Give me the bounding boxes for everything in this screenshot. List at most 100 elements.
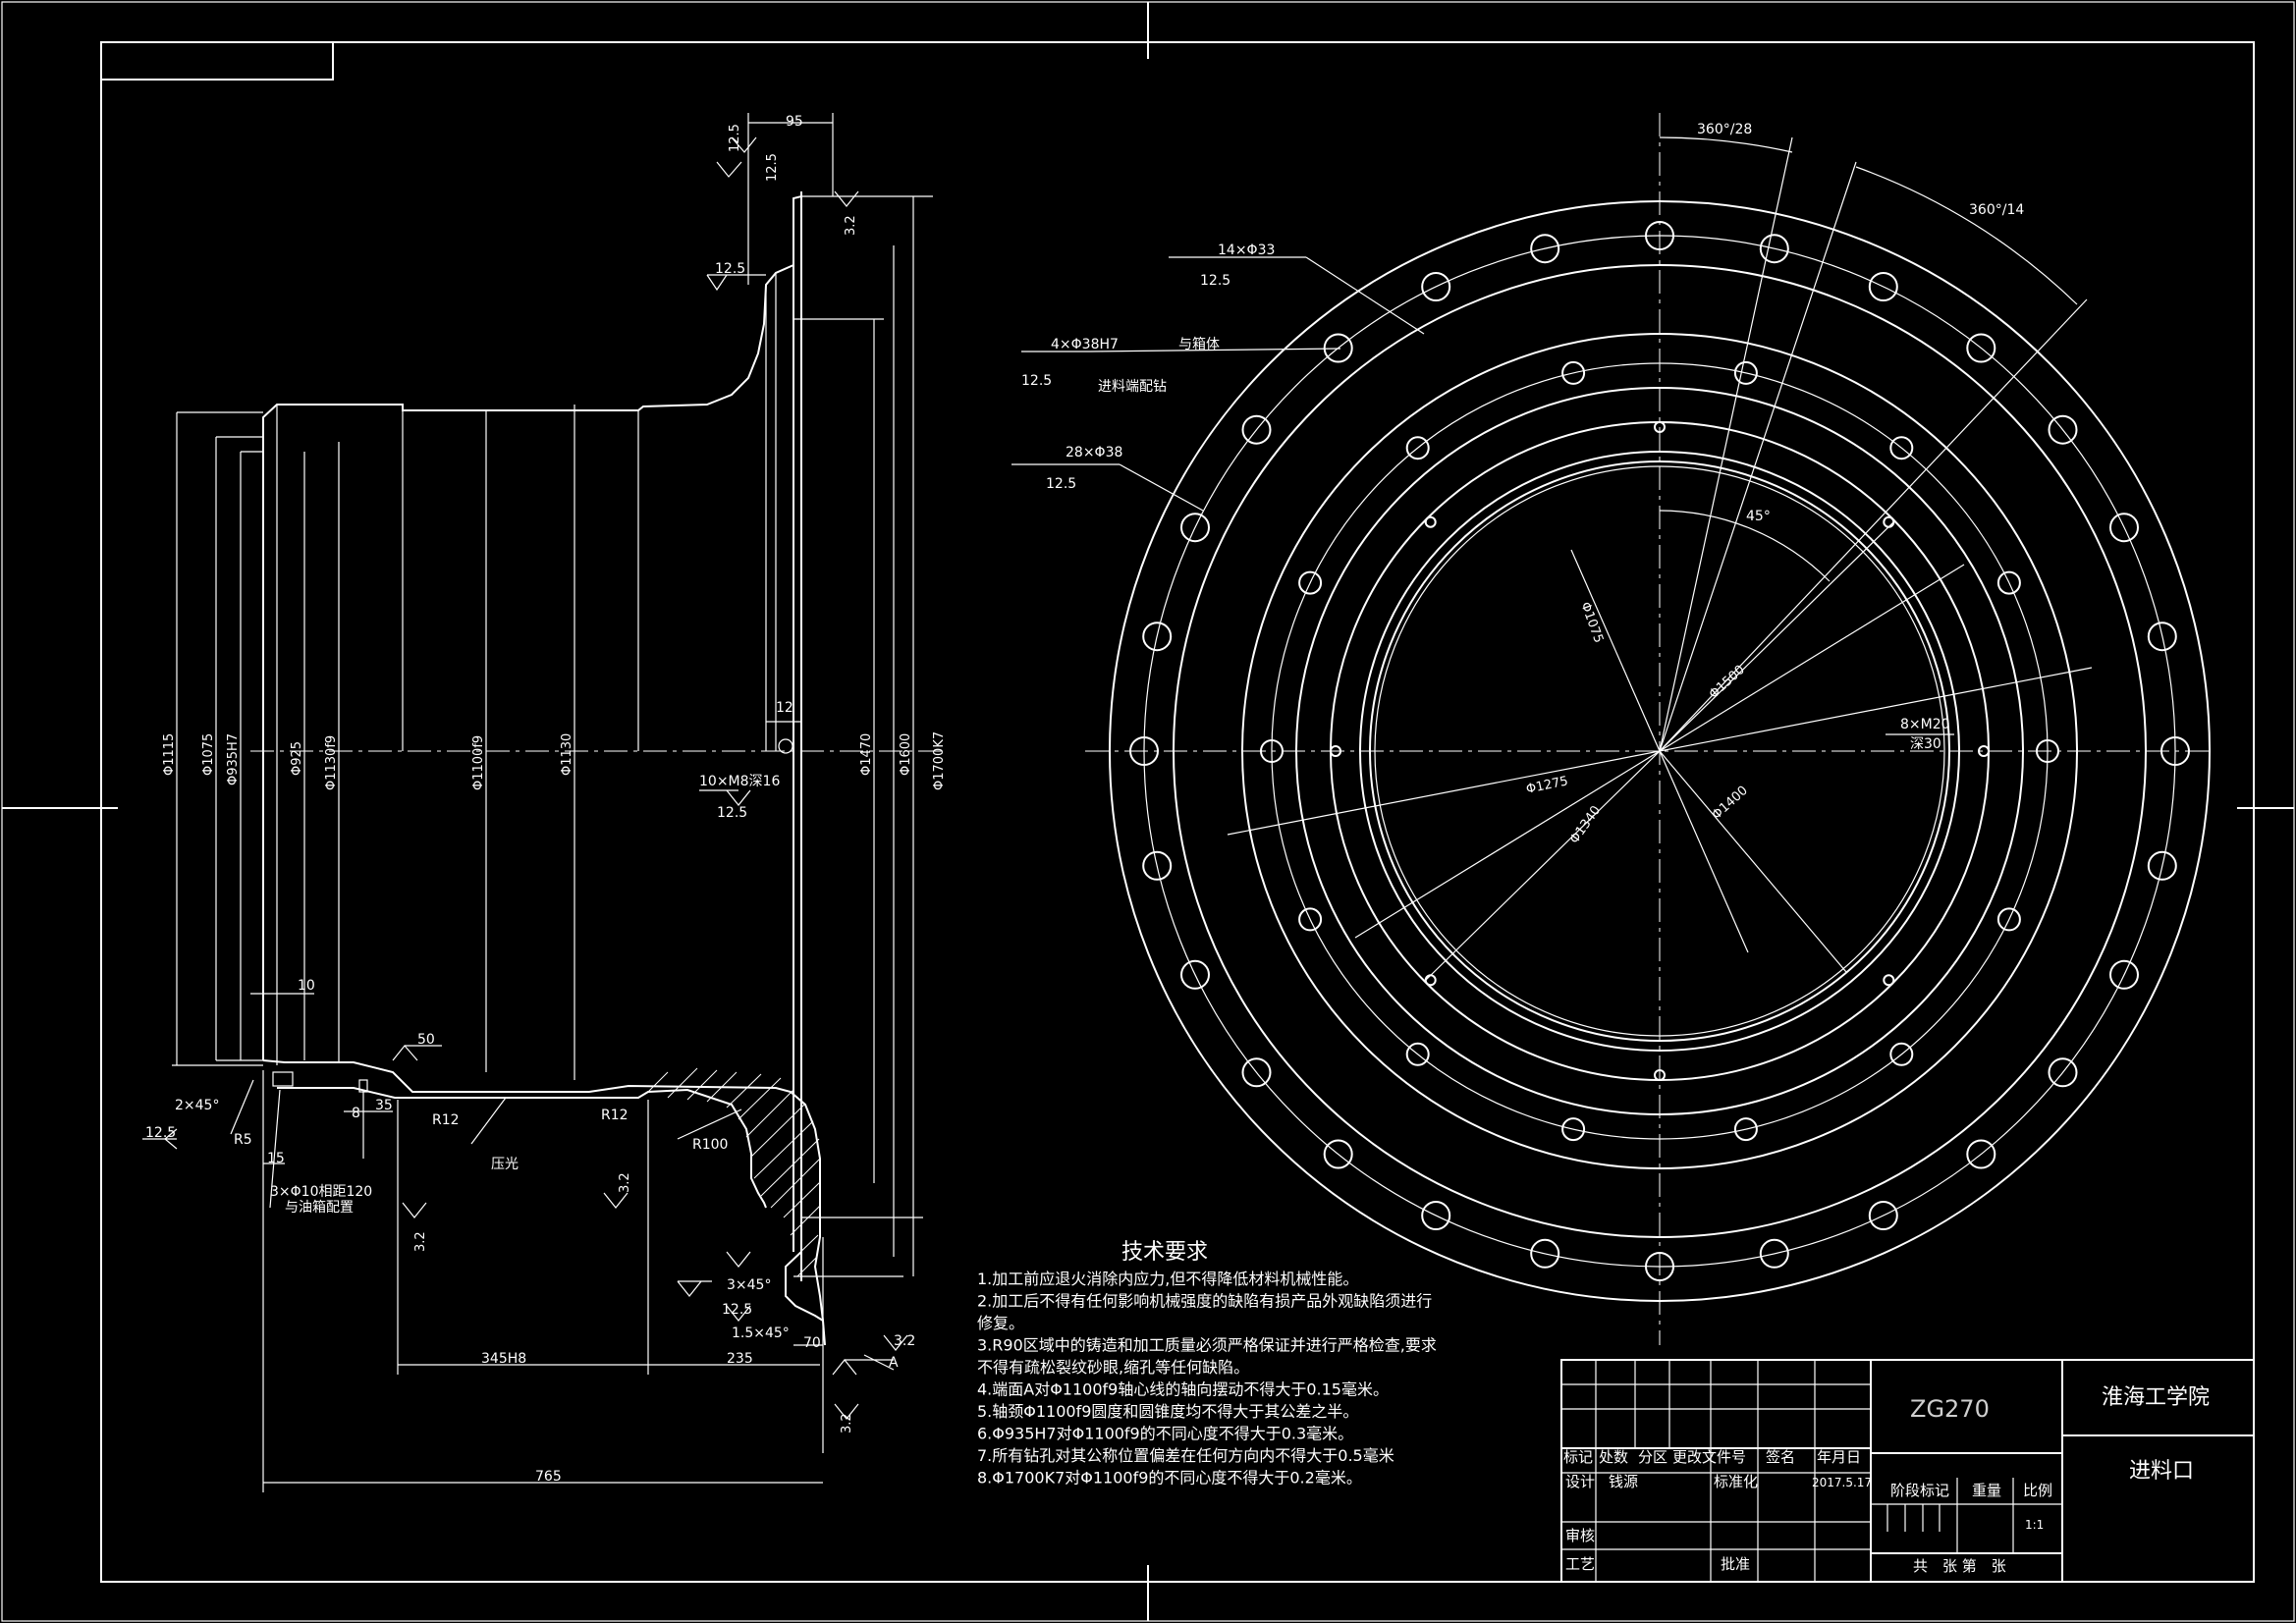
label-d1700k7: Φ1700K7 [932,731,947,790]
bolt-hole [1323,333,1353,363]
label-d1600: Φ1600 [899,733,913,776]
bolt-hole [1966,1139,1996,1169]
label-10: 10 [298,978,315,994]
bolt-hole [1759,234,1789,264]
label-holes-2: 与油箱配置 [285,1200,354,1216]
tech-item: 不得有疏松裂纹砂眼,缩孔等任何缺陷。 [977,1358,1249,1377]
inner-frame [100,41,2255,1583]
tb-scale: 1:1 [2025,1518,2044,1532]
bolt-hole [1996,570,2021,595]
label-a: A [889,1355,899,1371]
section-outer-profile [262,194,824,1322]
tech-item: 8.Φ1700K7对Φ1100f9的不同心度不得大于0.2毫米。 [977,1469,1362,1488]
label-d1130f9: Φ1130f9 [324,735,339,790]
bolt-hole [1868,1201,1898,1230]
label-28x38: 28×Φ38 [1066,445,1122,460]
bolt-hole [1645,221,1674,250]
corner-box [100,41,334,81]
section-labels: 95 12 10 15 35 8 70 235 765 345H8 10×M8深… [145,114,915,1485]
tech-item: 2.加工后不得有任何影响机械强度的缺陷有损产品外观缺陷须进行 [977,1292,1432,1311]
tb-stage: 阶段标记 [1890,1482,1949,1499]
label-ra-bottom: 12.5 [722,1302,752,1318]
bolt-hole [1883,515,1895,528]
bolt-hole [1883,974,1895,987]
bolt-hole [2048,1057,2078,1088]
label-chamfer-3x45: 3×45° [727,1277,771,1293]
bolt-hole [1330,745,1341,757]
label-45: 45° [1746,509,1771,524]
label-35: 35 [375,1098,393,1113]
bolt-hole [1421,272,1451,301]
label-r12b: R12 [601,1108,629,1123]
bolt-hole [2160,736,2190,766]
label-ra-top-1: 12.5 [728,124,742,152]
tb-change: 更改文件号 [1672,1448,1746,1466]
tech-item: 4.端面A对Φ1100f9轴心线的轴向摆动不得大于0.15毫米。 [977,1380,1389,1399]
label-f1500: Φ1500 [1707,663,1748,702]
bolt-hole [1530,234,1560,264]
circle-bolt-outer [1143,235,2176,1268]
tb-zone: 分区 [1638,1448,1667,1466]
tb-sheets: 共 张 第 张 [1913,1557,2006,1575]
tb-part-name: 进料口 [2129,1459,2194,1484]
label-95: 95 [786,114,803,130]
bolt-hole [1260,739,1284,763]
label-d1100f9: Φ1100f9 [471,735,486,790]
bolt-hole [1298,570,1323,595]
label-360-28: 360°/28 [1697,122,1752,137]
circle-ring-6 [1369,460,1950,1042]
holes-14 [1260,360,2059,1142]
bolt-hole [1405,1042,1430,1066]
label-70: 70 [803,1335,821,1351]
bolt-hole [2048,414,2078,445]
label-r12a: R12 [432,1112,460,1128]
label-m20: 8×M20 [1900,717,1950,732]
label-chamfer-2x45: 2×45° [175,1098,219,1113]
circle-ring-3 [1295,387,2024,1115]
circle-ring-2 [1241,333,2078,1169]
bolt-hole [2147,850,2177,881]
bolt-hole [1996,907,2021,932]
label-ra-14: 12.5 [1200,273,1230,289]
oil-hole [272,1071,294,1087]
tb-ratio: 比例 [2023,1482,2052,1499]
bolt-hole [1241,414,1272,445]
tb-design: 设计 [1565,1473,1595,1490]
tech-item: 7.所有钻孔对其公称位置偏差在任何方向内不得大于0.5毫米 [977,1446,1394,1465]
bolt-hole [1654,1069,1666,1081]
bolt-hole [1889,1042,1914,1066]
threaded-hole [778,738,793,754]
label-d1115: Φ1115 [162,733,177,776]
tb-date-value: 2017.5.17 [1812,1476,1872,1489]
label-chamfer-1.5x45: 1.5×45° [732,1325,790,1341]
bolt-hole [1645,1252,1674,1281]
tech-requirements: 技术要求 1.加工前应退火消除内应力,但不得降低材料机械性能。2.加工后不得有任… [977,1240,1437,1488]
section-view [142,113,943,1492]
label-765: 765 [535,1469,562,1485]
bolt-hole [1733,1117,1758,1142]
tb-weight: 重量 [1972,1482,2001,1499]
label-f1075: Φ1075 [1577,600,1606,645]
section-vertical-labels: Φ1115 Φ1075 Φ935H7 Φ925 Φ1130f9 Φ1100f9 … [162,124,947,1434]
face-view [1011,113,2214,1345]
label-4x38: 4×Φ38H7 [1051,337,1119,352]
label-ra-bottom-2: 3.2 [618,1172,632,1193]
bolt-hole [1868,272,1898,301]
label-ra-28: 12.5 [1046,476,1076,492]
tech-title: 技术要求 [1121,1240,1208,1265]
bolt-hole [2109,959,2139,990]
label-f1340: Φ1340 [1567,803,1604,846]
label-235: 235 [727,1351,753,1367]
label-ra-4: 12.5 [1021,373,1052,389]
bolt-hole [2147,622,2177,652]
bolt-hole [1966,333,1996,363]
label-ra-bottom-3: 3.2 [840,1413,854,1434]
bolt-hole [1733,360,1758,385]
tech-item: 6.Φ935H7对Φ1100f9的不同心度不得大于0.3毫米。 [977,1425,1353,1443]
label-f1400: Φ1400 [1710,784,1751,823]
tb-standardize: 标准化 [1714,1473,1758,1490]
bolt-hole [1424,974,1437,987]
bolt-hole [2109,513,2139,543]
bolt-hole [1241,1057,1272,1088]
bolt-hole [1142,622,1173,652]
